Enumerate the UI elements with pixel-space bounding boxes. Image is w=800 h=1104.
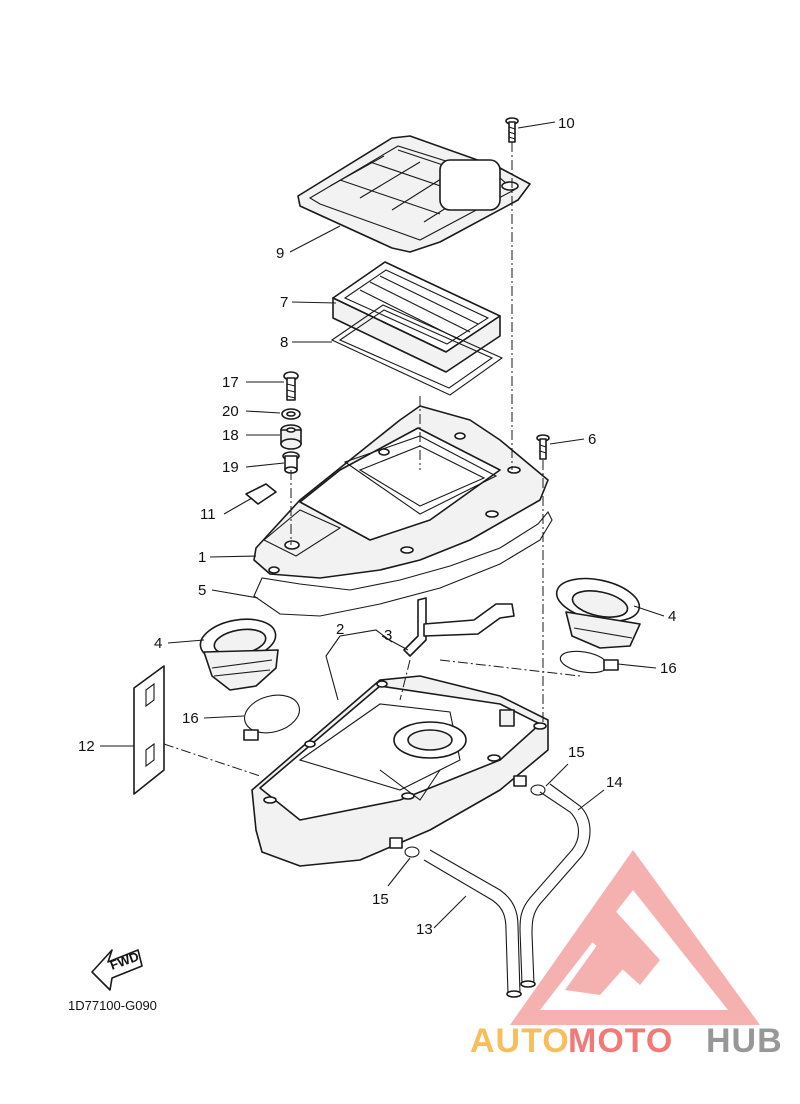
watermark-text-hub: HUB	[706, 1022, 783, 1060]
gasket-5	[253, 511, 553, 617]
joint-4-right	[555, 577, 641, 649]
bolt-17	[283, 371, 299, 401]
callout-4-left: 4	[154, 635, 162, 652]
callout-11: 11	[200, 506, 216, 523]
callout-6: 6	[588, 431, 596, 448]
hose-14	[519, 783, 591, 988]
watermark-m-stroke-2	[565, 920, 640, 995]
diagram-code: 1D77100-G090	[68, 998, 157, 1013]
alignment-lines	[163, 142, 581, 777]
air-case-upper-1	[253, 405, 549, 579]
callout-20: 20	[222, 403, 239, 420]
callout-1: 1	[198, 549, 206, 566]
filter-7	[332, 261, 501, 373]
callout-4-right: 4	[668, 608, 676, 625]
plate-12	[133, 665, 165, 795]
callout-16-left: 16	[182, 710, 199, 727]
watermark-text-auto: AUTO	[470, 1022, 570, 1060]
callout-13: 13	[416, 921, 433, 938]
grommet-18	[280, 424, 302, 450]
clamp-16-left	[243, 694, 300, 741]
callout-8: 8	[280, 334, 288, 351]
callout-12: 12	[78, 738, 95, 755]
callouts: 10 9 7 8 17 20 18 19 6 11 1 5 4 4 2 3 16…	[78, 115, 677, 938]
callout-16-right: 16	[660, 660, 677, 677]
pipe-3	[403, 597, 515, 657]
washer-20	[281, 408, 301, 420]
callout-2: 2	[336, 621, 344, 638]
gasket-8	[330, 304, 504, 396]
callout-17: 17	[222, 374, 239, 391]
callout-18: 18	[222, 427, 239, 444]
screw-10	[505, 117, 519, 143]
callout-3: 3	[384, 627, 392, 644]
clip-15-lower	[389, 837, 420, 858]
watermark-text-moto: MOTO	[568, 1022, 673, 1060]
callout-15-lower: 15	[372, 891, 389, 908]
callout-15-upper: 15	[568, 744, 585, 761]
callout-14: 14	[606, 774, 623, 791]
leader-lines	[100, 121, 665, 929]
fwd-arrow-icon: FWD	[91, 949, 143, 991]
clamp-16-right	[559, 650, 619, 674]
joint-4-left	[199, 618, 279, 691]
callout-10: 10	[558, 115, 575, 132]
hose-13	[423, 849, 522, 998]
callout-5: 5	[198, 582, 206, 599]
callout-9: 9	[276, 245, 284, 262]
label-11	[245, 483, 277, 505]
clip-15-upper	[513, 775, 546, 796]
air-case-lower-2	[251, 675, 549, 867]
collar-19	[282, 451, 300, 474]
callout-7: 7	[280, 294, 288, 311]
watermark-logo	[510, 850, 760, 1025]
callout-19: 19	[222, 459, 239, 476]
watermark-wordmark: AUTO MOTO HUB	[470, 1022, 783, 1060]
screw-6	[536, 434, 550, 460]
cover-9	[297, 135, 531, 253]
